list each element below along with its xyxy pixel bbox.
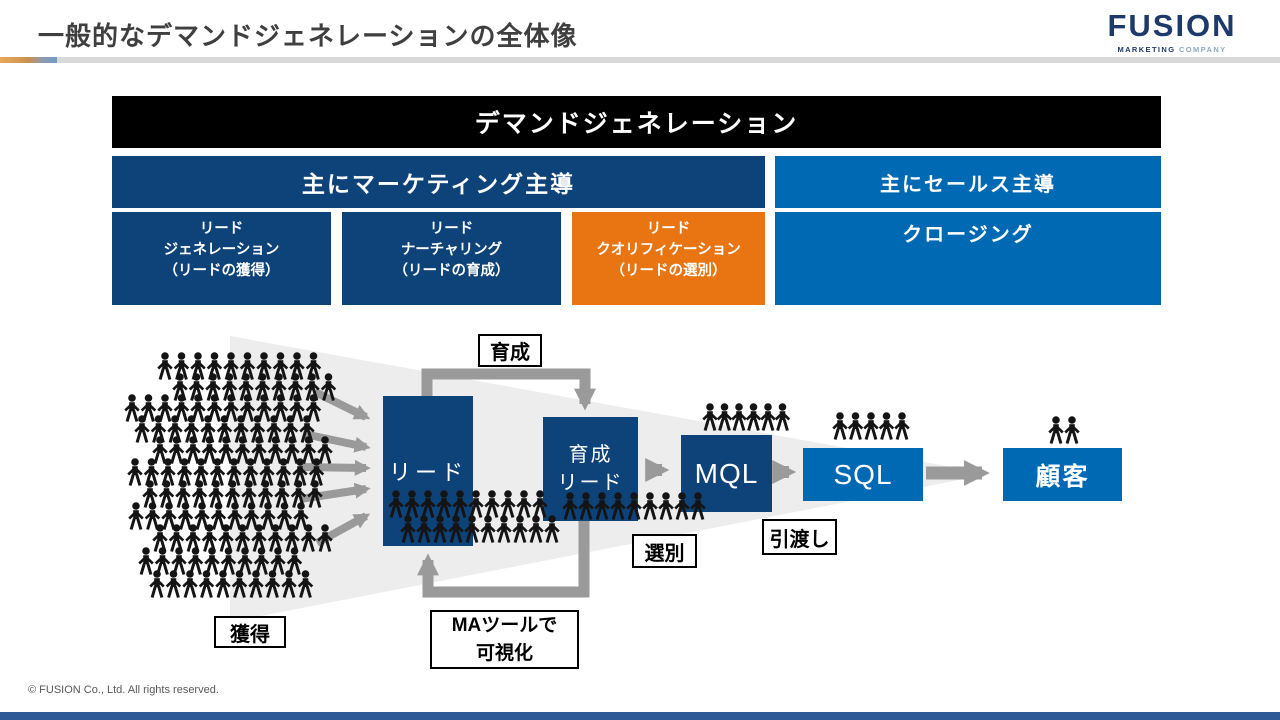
step-lead-nurturing-line2: ナーチャリング [400,242,503,259]
step-lead-generation-line3: （リードの獲得） [163,263,280,280]
label-nurture: 育成 [478,334,542,367]
stage-sql-box: SQL [803,448,923,501]
step-lead-generation-line2: ジェネレーション [163,242,280,259]
stage-customer-box: 顧客 [1003,448,1122,501]
acquire-arrow-3 [298,459,371,476]
logo-wordmark: FUSION [1107,8,1237,43]
step-lead-generation-line1: リード [199,221,244,237]
fusion-logo: FUSION MARKETING COMPANY [1096,8,1248,54]
page-title: 一般的なデマンドジェネレーションの全体像 [38,21,578,51]
phase-sales-led: 主にセールス主導 [775,156,1161,208]
copyright-text: © FUSION Co., Ltd. All rights reserved. [28,684,219,696]
step-lead-qualification: リード クオリフィケーション （リードの選別） [572,212,765,305]
label-ma-tool-text: MAツールで 可視化 [452,612,558,667]
stage-nurtured-lead-label: 育成 リード [558,441,624,497]
phase-marketing-led: 主にマーケティング主導 [112,156,765,208]
logo-tagline-marketing: MARKETING [1117,44,1176,54]
step-lead-nurturing-line1: リード [429,221,474,237]
accent-line-gray [57,57,1280,63]
stage-customer-label: 顧客 [1035,462,1090,491]
acquire-arrow-2 [303,430,371,453]
stage-mql-box: MQL [681,435,772,512]
logo-tagline-company: COMPANY [1178,44,1227,54]
demand-generation-banner: デマンドジェネレーション [112,96,1161,148]
stage-lead-label: リード [388,460,467,485]
step-lead-qualification-line2: クオリフィケーション [596,242,741,259]
acquire-arrow-4 [299,482,371,503]
label-ma-tool: MAツールで 可視化 [430,610,579,669]
step-lead-nurturing-line3: （リードの育成） [393,263,510,280]
stage-nurtured-line1: 育成 [568,444,613,466]
stage-nurtured-line2: リード [557,472,624,494]
label-ma-tool-line2: 可視化 [475,642,533,664]
bottom-accent-bar [0,712,1280,720]
step-lead-qualification-line1: リード [646,221,691,237]
stage-mql-label: MQL [694,457,759,489]
stage-nurtured-lead-box: 育成 リード [543,417,638,521]
logo-tagline: MARKETING COMPANY [1096,45,1248,54]
label-acquire: 獲得 [214,616,286,648]
step-lead-nurturing: リード ナーチャリング （リードの育成） [342,212,561,305]
label-qualify: 選別 [632,534,697,568]
accent-line-gradient [0,57,57,63]
stage-sql-label: SQL [833,458,893,490]
label-ma-tool-line1: MAツールで [451,614,558,636]
step-closing: クロージング [775,212,1161,305]
step-closing-line1: クロージング [902,224,1034,246]
stage-lead-box: リード [383,396,473,546]
step-lead-generation: リード ジェネレーション （リードの獲得） [112,212,331,305]
acquire-arrow-1 [313,388,371,421]
acquire-arrow-5 [315,512,371,547]
step-lead-qualification-line3: （リードの選別） [610,263,727,280]
label-handoff: 引渡し [762,519,837,555]
